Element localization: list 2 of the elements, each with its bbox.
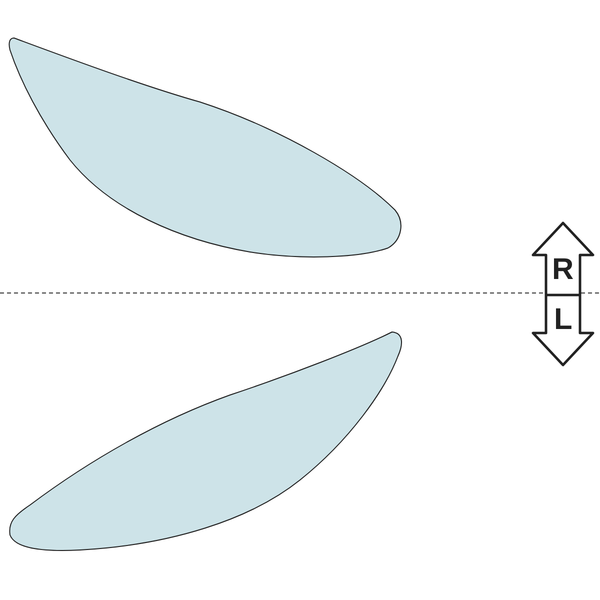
side-label: R [552, 255, 574, 285]
side-label: L [554, 305, 572, 335]
